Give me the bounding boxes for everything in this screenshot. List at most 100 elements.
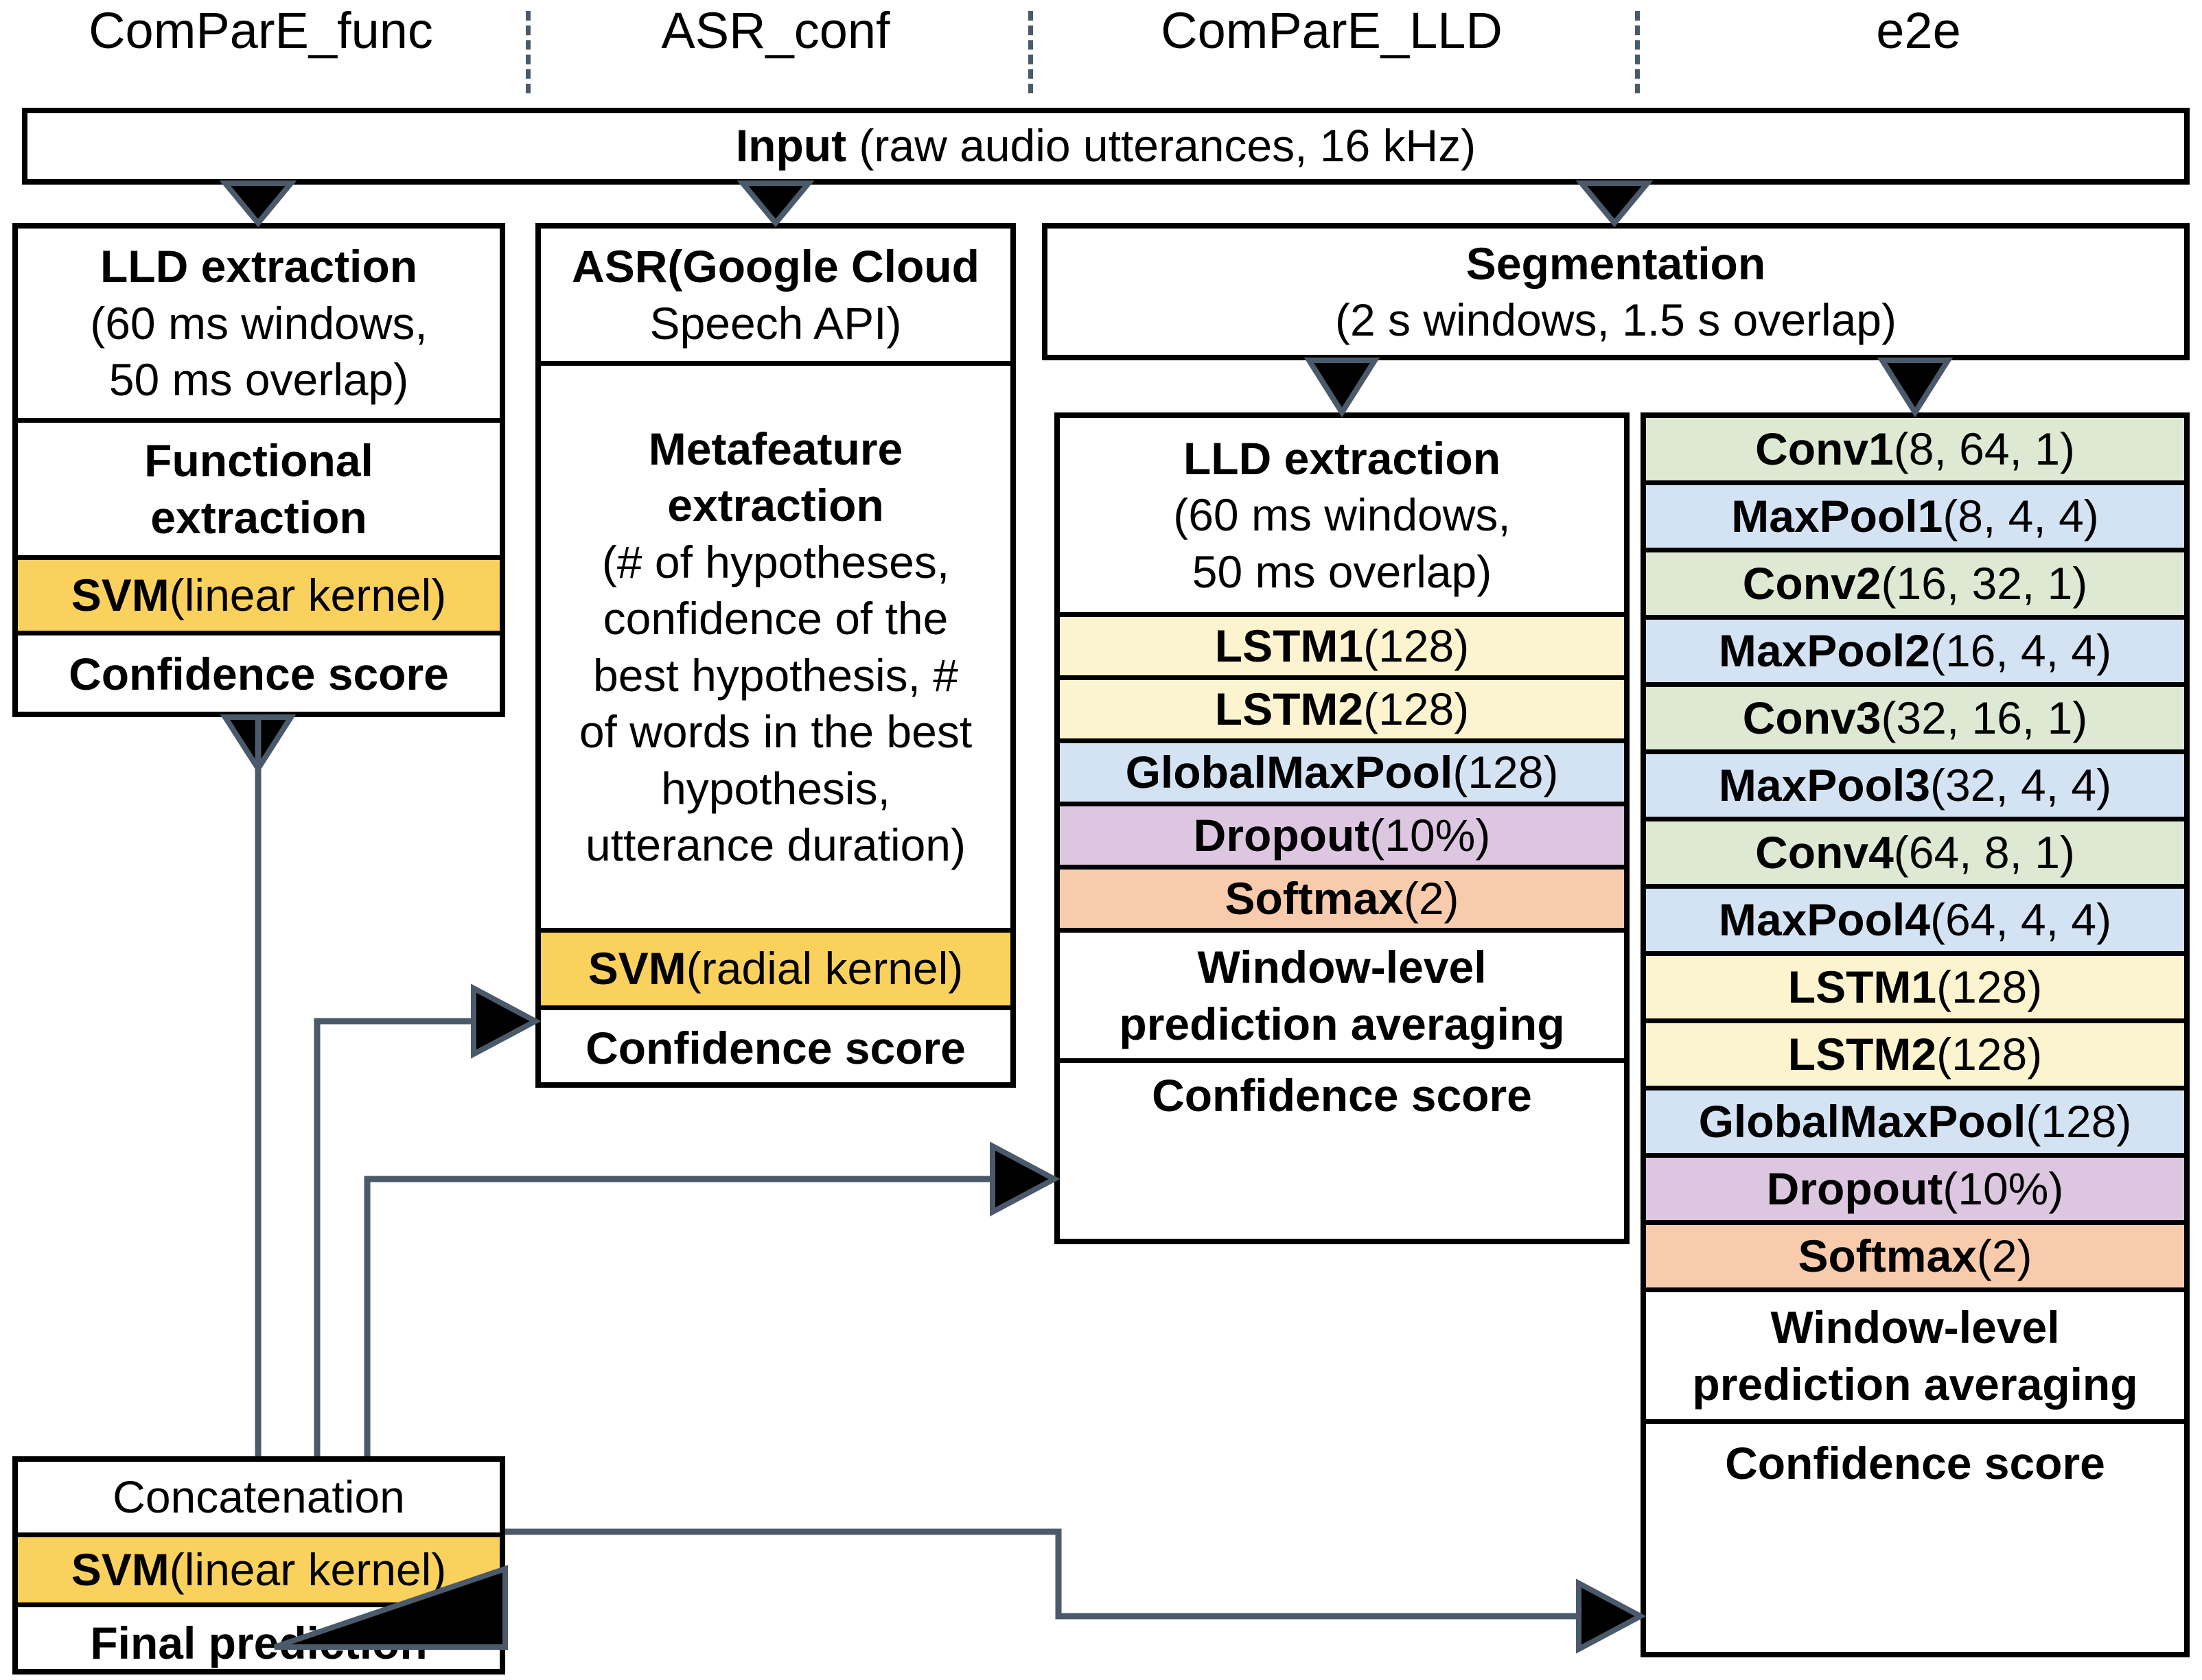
- input-row: Input (raw audio utterances, 16 kHz): [27, 113, 2184, 179]
- arrow-input-to-asr: [737, 180, 815, 228]
- layer-rest: (128): [1452, 746, 1559, 797]
- layer-bold: MaxPool4: [1718, 894, 1930, 945]
- layer-rest: (8, 64, 1): [1893, 423, 2075, 474]
- layer-bold: MaxPool3: [1718, 759, 1930, 810]
- layer-rest: (32, 16, 1): [1881, 692, 2088, 743]
- e2e-conv2: Conv2(16, 32, 1): [1646, 552, 2184, 620]
- segmentation-line-1: Segmentation: [1465, 237, 1766, 289]
- column-header-e2e: e2e: [1641, 5, 2197, 56]
- e2e-globalmaxpool: GlobalMaxPool(128): [1646, 1090, 2184, 1158]
- meta-line-7: hypothesis,: [661, 762, 890, 814]
- column-divider-2: [1028, 11, 1033, 93]
- layer-bold: Softmax: [1225, 872, 1404, 924]
- layer-bold: GlobalMaxPool: [1698, 1095, 2026, 1147]
- meta-line-3: (# of hypotheses,: [601, 536, 950, 587]
- layer-rest: (2): [1403, 872, 1459, 924]
- layer-rest: (128): [1363, 620, 1470, 671]
- meta-line-4: confidence of the: [603, 593, 949, 644]
- arrow-segmentation-to-lld: [1303, 358, 1380, 418]
- e2e-confidence-score: Confidence score: [1646, 1424, 2184, 1504]
- arrow-input-to-compare-func: [219, 180, 297, 228]
- column-divider-3: [1635, 11, 1640, 93]
- layer-bold: MaxPool2: [1718, 625, 1930, 676]
- asr-line-2: Speech API): [649, 297, 902, 349]
- confidence-score-label: Confidence score: [1725, 1438, 2105, 1489]
- avg-line-2: prediction averaging: [1692, 1358, 2138, 1410]
- svm-rest: (radial kernel): [686, 943, 964, 994]
- layer-bold: GlobalMaxPool: [1125, 746, 1453, 797]
- column-header-label: e2e: [1876, 2, 1961, 59]
- layer-bold: Dropout: [1766, 1163, 1943, 1214]
- fusion-final-prediction: Final prediction: [18, 1607, 500, 1680]
- lld-line-1: LLD extraction: [1183, 432, 1501, 484]
- connector-asr-to-fusion: [314, 983, 542, 1456]
- svm-bold: SVM: [71, 569, 170, 620]
- lld-globalmaxpool: GlobalMaxPool(128): [1060, 743, 1624, 806]
- input-label: Input (raw audio utterances, 16 kHz): [27, 119, 2184, 173]
- svm-rest: (linear kernel): [169, 569, 447, 620]
- layer-bold: Dropout: [1193, 809, 1370, 861]
- connector-e2e-to-fusion: [505, 1528, 1647, 1654]
- lld-line-2: (60 ms windows,: [90, 297, 428, 349]
- e2e-lstm1: LSTM1(128): [1646, 956, 2184, 1023]
- svm-rest: (linear kernel): [169, 1543, 447, 1595]
- layer-rest: (16, 32, 1): [1881, 557, 2088, 609]
- layer-rest: (8, 4, 4): [1943, 490, 2099, 541]
- arrow-input-to-segmentation: [1575, 180, 1654, 228]
- lld-softmax: Softmax(2): [1060, 870, 1624, 933]
- confidence-score-label: Confidence score: [69, 648, 449, 699]
- layer-bold: Softmax: [1798, 1230, 1977, 1281]
- fusion-svm: SVM(linear kernel): [18, 1537, 500, 1607]
- meta-line-8: utterance duration): [585, 819, 966, 870]
- column-header-compare-lld: ComParE_LLD: [1036, 5, 1627, 56]
- input-label-rest: (raw audio utterances, 16 kHz): [846, 120, 1476, 172]
- lld-confidence-score: Confidence score: [1060, 1063, 1624, 1129]
- column-header-label: ComParE_LLD: [1161, 2, 1503, 59]
- e2e-softmax: Softmax(2): [1646, 1225, 2184, 1292]
- column-header-label: ASR_conf: [661, 2, 890, 59]
- meta-line-2: extraction: [667, 480, 884, 530]
- asr-confidence-score: Confidence score: [541, 1010, 1010, 1087]
- layer-rest: (16, 4, 4): [1929, 625, 2112, 676]
- e2e-box: Conv1(8, 64, 1) MaxPool1(8, 4, 4) Conv2(…: [1641, 412, 2190, 1657]
- e2e-maxpool2: MaxPool2(16, 4, 4): [1646, 620, 2184, 687]
- asr-svm: SVM(radial kernel): [541, 933, 1010, 1010]
- confidence-score-label: Confidence score: [586, 1023, 966, 1074]
- e2e-conv3: Conv3(32, 16, 1): [1646, 687, 2184, 754]
- compare-func-box: LLD extraction (60 ms windows, 50 ms ove…: [12, 223, 505, 717]
- meta-line-6: of words in the best: [579, 706, 973, 757]
- layer-rest: (128): [2026, 1095, 2132, 1147]
- layer-rest: (32, 4, 4): [1929, 759, 2112, 810]
- asr-line-1: ASR(Google Cloud: [572, 241, 980, 292]
- lld-line-2: (60 ms windows,: [1173, 489, 1511, 541]
- functional-line-2: extraction: [150, 491, 367, 543]
- confidence-score-label: Confidence score: [1152, 1070, 1532, 1121]
- asr-metafeature-extraction: Metafeature extraction (# of hypotheses,…: [541, 366, 1010, 933]
- layer-rest: (10%): [1369, 809, 1491, 861]
- segmentation-row: Segmentation (2 s windows, 1.5 s overlap…: [1047, 229, 2184, 355]
- e2e-lstm2: LSTM2(128): [1646, 1023, 2184, 1090]
- compare-func-confidence-score: Confidence score: [18, 635, 500, 713]
- connector-lld-to-fusion: [364, 1141, 1061, 1456]
- layer-rest: (2): [1976, 1230, 2032, 1281]
- arrow-segmentation-to-e2e: [1877, 358, 1954, 418]
- segmentation-box: Segmentation (2 s windows, 1.5 s overlap…: [1042, 223, 2190, 360]
- layer-rest: (128): [1363, 683, 1470, 734]
- final-prediction-label: Final prediction: [90, 1618, 428, 1669]
- layer-bold: LSTM1: [1214, 620, 1364, 671]
- e2e-maxpool4: MaxPool4(64, 4, 4): [1646, 889, 2184, 956]
- layer-rest: (64, 8, 1): [1893, 826, 2075, 878]
- compare-lld-box: LLD extraction (60 ms windows, 50 ms ove…: [1054, 412, 1630, 1244]
- e2e-window-level-averaging: Window-level prediction averaging: [1646, 1292, 2184, 1424]
- layer-bold: LSTM2: [1214, 683, 1364, 734]
- lld-line-3: 50 ms overlap): [1192, 546, 1492, 597]
- lld-window-level-averaging: Window-level prediction averaging: [1060, 933, 1624, 1063]
- compare-func-functional-extraction: Functional extraction: [18, 423, 500, 560]
- lld-dropout: Dropout(10%): [1060, 806, 1624, 870]
- lld-line-1: LLD extraction: [100, 241, 418, 292]
- column-header-asr-conf: ASR_conf: [529, 5, 1023, 56]
- lld-line-3: 50 ms overlap): [108, 354, 409, 406]
- svm-bold: SVM: [588, 943, 686, 994]
- asr-engine-row: ASR(Google Cloud Speech API): [541, 229, 1010, 366]
- input-box: Input (raw audio utterances, 16 kHz): [22, 108, 2190, 185]
